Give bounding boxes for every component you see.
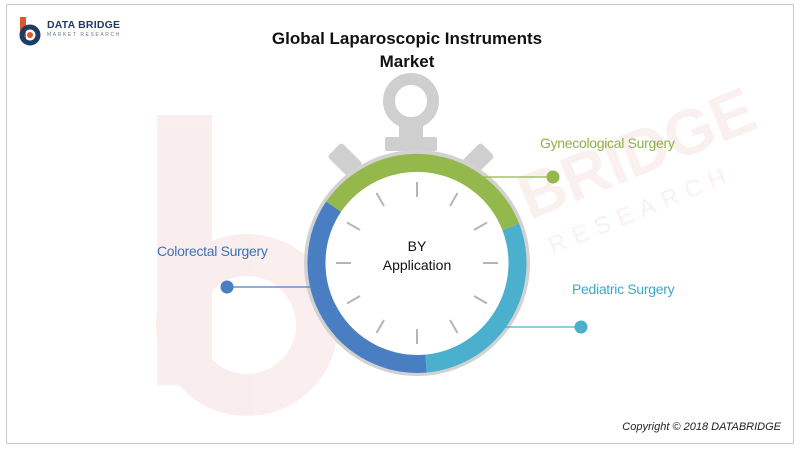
label-colorectal-surgery: Colorectal Surgery <box>157 243 268 259</box>
segment-gynecological <box>326 153 520 231</box>
brand-logo: DATA BRIDGE MARKET RESEARCH <box>17 15 127 47</box>
stopwatch-crown <box>385 137 437 151</box>
watermark-logo <box>156 115 338 416</box>
stopwatch-left-button <box>328 143 362 177</box>
leader-dot-colorectal <box>220 280 234 294</box>
db-logo-icon <box>19 17 41 46</box>
stopwatch-diagram <box>220 73 588 376</box>
leader-dot-gynecological <box>546 170 560 184</box>
copyright-notice: Copyright © 2018 DATABRIDGE <box>622 421 781 433</box>
center-line-2: Application <box>382 257 452 273</box>
center-caption: BY Application <box>367 237 467 275</box>
label-gynecological-surgery: Gynecological Surgery <box>540 135 675 151</box>
center-line-1: BY <box>407 238 427 254</box>
dial-ticks <box>336 182 498 344</box>
page-title: Global Laparoscopic Instruments Market <box>247 27 567 73</box>
logo-name: DATA BRIDGE <box>47 19 121 31</box>
label-pediatric-surgery: Pediatric Surgery <box>572 281 675 297</box>
stopwatch-ring <box>383 73 439 129</box>
title-line-1: Global Laparoscopic Instruments <box>271 29 543 48</box>
infographic-frame: DATA BRIDGE MARKET RESEARCH DATA BRIDGE … <box>6 4 794 444</box>
segment-pediatric <box>424 223 527 373</box>
logo-text: DATA BRIDGE MARKET RESEARCH <box>47 19 121 38</box>
segment-colorectal <box>307 201 427 373</box>
leader-dot-pediatric <box>574 320 588 334</box>
stopwatch-inner-face <box>329 175 505 351</box>
title-line-2: Market <box>379 52 435 71</box>
logo-subtitle: MARKET RESEARCH <box>47 32 121 38</box>
